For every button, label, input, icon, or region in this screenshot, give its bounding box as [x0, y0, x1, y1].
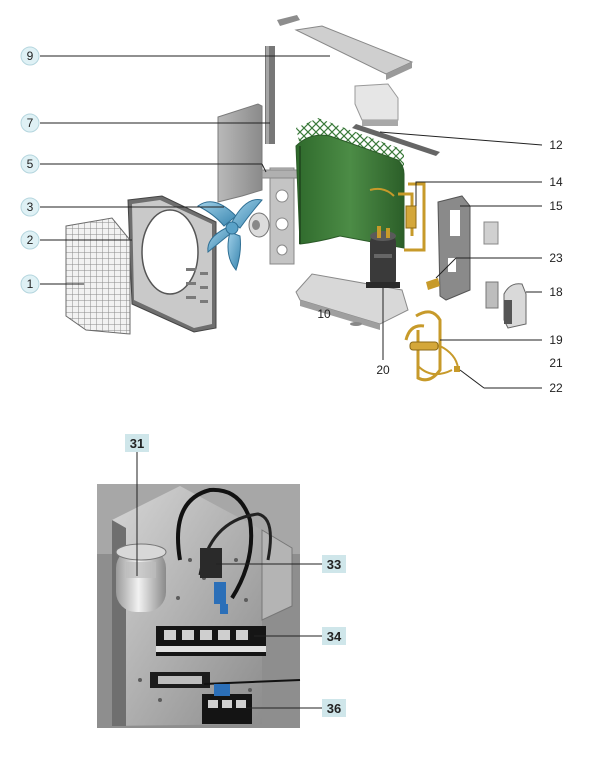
condenser-coil	[295, 118, 405, 249]
label-10: 10	[317, 307, 331, 321]
svg-text:22: 22	[549, 381, 563, 395]
valve-cover	[503, 283, 527, 329]
relay	[200, 548, 228, 614]
right-side-panel	[437, 195, 471, 301]
svg-text:31: 31	[130, 436, 144, 451]
tag-31: 31	[125, 434, 149, 452]
label-9: 9	[20, 46, 40, 66]
fan-blade	[197, 198, 263, 271]
four-way-valve	[404, 310, 460, 382]
terminal-block-power	[202, 684, 252, 724]
svg-text:21: 21	[549, 356, 563, 370]
svg-text:2: 2	[27, 233, 34, 247]
capacitor	[115, 543, 167, 612]
exploded-view: 9 7 5 3 2 1 10 20 12	[20, 15, 563, 395]
label-5: 5	[20, 154, 40, 174]
top-support	[352, 124, 440, 156]
label-3: 3	[20, 197, 40, 217]
label-15: 15	[549, 199, 563, 213]
label-14: 14	[549, 175, 563, 189]
svg-text:33: 33	[327, 557, 341, 572]
tag-34: 34	[322, 627, 346, 645]
svg-text:14: 14	[549, 175, 563, 189]
label-18: 18	[549, 285, 563, 299]
outer-grille	[65, 217, 131, 335]
terminal-block-main	[156, 626, 266, 656]
svg-text:15: 15	[549, 199, 563, 213]
left-side-panel	[217, 103, 263, 203]
motor-bracket	[261, 167, 303, 265]
svg-text:19: 19	[549, 333, 563, 347]
label-23: 23	[549, 251, 563, 265]
upper-bracket	[354, 83, 399, 126]
svg-text:34: 34	[327, 629, 342, 644]
front-panel	[127, 195, 217, 333]
svg-text:36: 36	[327, 701, 341, 716]
label-2: 2	[20, 230, 40, 250]
compressor	[366, 226, 400, 288]
svg-text:3: 3	[27, 200, 34, 214]
small-valve	[426, 278, 440, 290]
label-19: 19	[549, 333, 563, 347]
svg-text:12: 12	[549, 138, 563, 152]
svg-text:9: 9	[27, 49, 34, 63]
label-22: 22	[549, 381, 563, 395]
lower-bracket	[150, 672, 301, 688]
label-21: 21	[549, 356, 563, 370]
tag-33: 33	[322, 555, 346, 573]
svg-text:10: 10	[317, 307, 331, 321]
svg-text:23: 23	[549, 251, 563, 265]
svg-text:5: 5	[27, 157, 34, 171]
label-1: 1	[20, 274, 40, 294]
partition-plate	[265, 46, 275, 144]
small-brackets	[483, 221, 499, 309]
tag-36: 36	[322, 699, 346, 717]
fan-motor	[248, 212, 270, 238]
label-7: 7	[20, 113, 40, 133]
electrical-box-photo: 31 33 34 36	[97, 434, 346, 728]
svg-text:1: 1	[27, 277, 34, 291]
svg-text:18: 18	[549, 285, 563, 299]
label-12: 12	[549, 138, 563, 152]
svg-text:7: 7	[27, 116, 34, 130]
top-cap-piece	[277, 15, 300, 26]
leader-lines	[40, 55, 543, 389]
top-cover	[294, 25, 414, 80]
label-20: 20	[376, 363, 390, 377]
svg-text:20: 20	[376, 363, 390, 377]
